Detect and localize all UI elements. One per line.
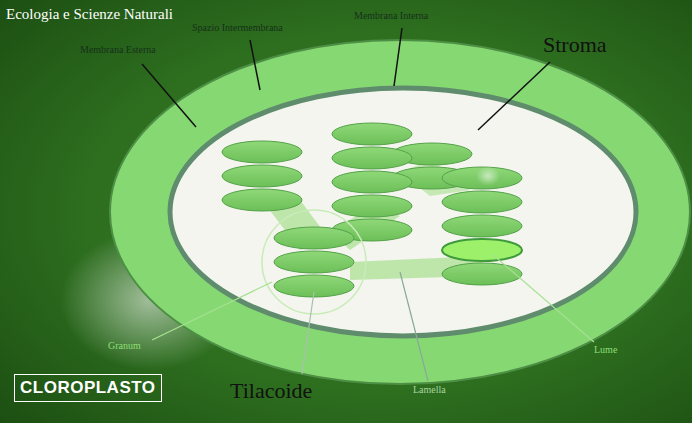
watermark-wrap: Ecologia e Scienze Naturali [6, 6, 173, 23]
title: CLOROPLASTO [20, 378, 156, 397]
thylakoid-disc [442, 167, 522, 189]
leader-lines [142, 28, 594, 381]
part-name: Spazio Intermembrana [192, 22, 283, 33]
part-name-wrap: Stroma [543, 32, 607, 58]
inner-membrane [170, 88, 636, 336]
thylakoid-disc [442, 263, 522, 285]
leader-line [142, 64, 196, 127]
part-name: Lume [594, 344, 617, 355]
granum-circle [262, 210, 366, 314]
thylakoid-disc [442, 215, 522, 237]
thylakoid-disc [442, 191, 522, 213]
thylakoid-disc [332, 195, 412, 217]
granum-stack [274, 227, 354, 297]
leader-line [400, 272, 428, 381]
granum-stack [222, 141, 302, 211]
part-name: Membrana Interna [354, 10, 428, 21]
leader-line [492, 254, 594, 342]
part-name-wrap: Lamella [413, 384, 446, 395]
part-name: Stroma [543, 32, 607, 57]
part-name-wrap: Membrana Esterna [80, 44, 156, 55]
leader-line [250, 40, 260, 90]
part-name: Granum [108, 340, 141, 351]
part-name: Tilacoide [230, 378, 312, 403]
thylakoid-disc [274, 227, 354, 249]
title-box: CLOROPLASTO [14, 374, 162, 402]
part-name-wrap: Spazio Intermembrana [192, 22, 283, 33]
watermark: Ecologia e Scienze Naturali [6, 6, 173, 22]
lumen-highlight [442, 239, 522, 261]
part-name: Lamella [413, 384, 446, 395]
leader-line [394, 28, 402, 86]
granum-stack [332, 123, 412, 241]
thylakoid-disc [274, 251, 354, 273]
outer-membrane [110, 40, 690, 384]
part-name-wrap: Tilacoide [230, 378, 312, 404]
part-name: Membrana Esterna [80, 44, 156, 55]
thylakoid-disc [332, 147, 412, 169]
light-glow [476, 166, 500, 186]
leader-line [302, 292, 314, 374]
thylakoid-disc [222, 165, 302, 187]
part-name-wrap: Membrana Interna [354, 10, 428, 21]
thylakoid-disc [332, 123, 412, 145]
part-name-wrap: Granum [108, 340, 141, 351]
part-name-wrap: Lume [594, 344, 617, 355]
leader-line [152, 282, 272, 340]
leader-line [478, 62, 550, 130]
granum-stack [442, 167, 522, 285]
thylakoid-disc [222, 189, 302, 211]
thylakoid-disc [222, 141, 302, 163]
thylakoid-disc [332, 171, 412, 193]
